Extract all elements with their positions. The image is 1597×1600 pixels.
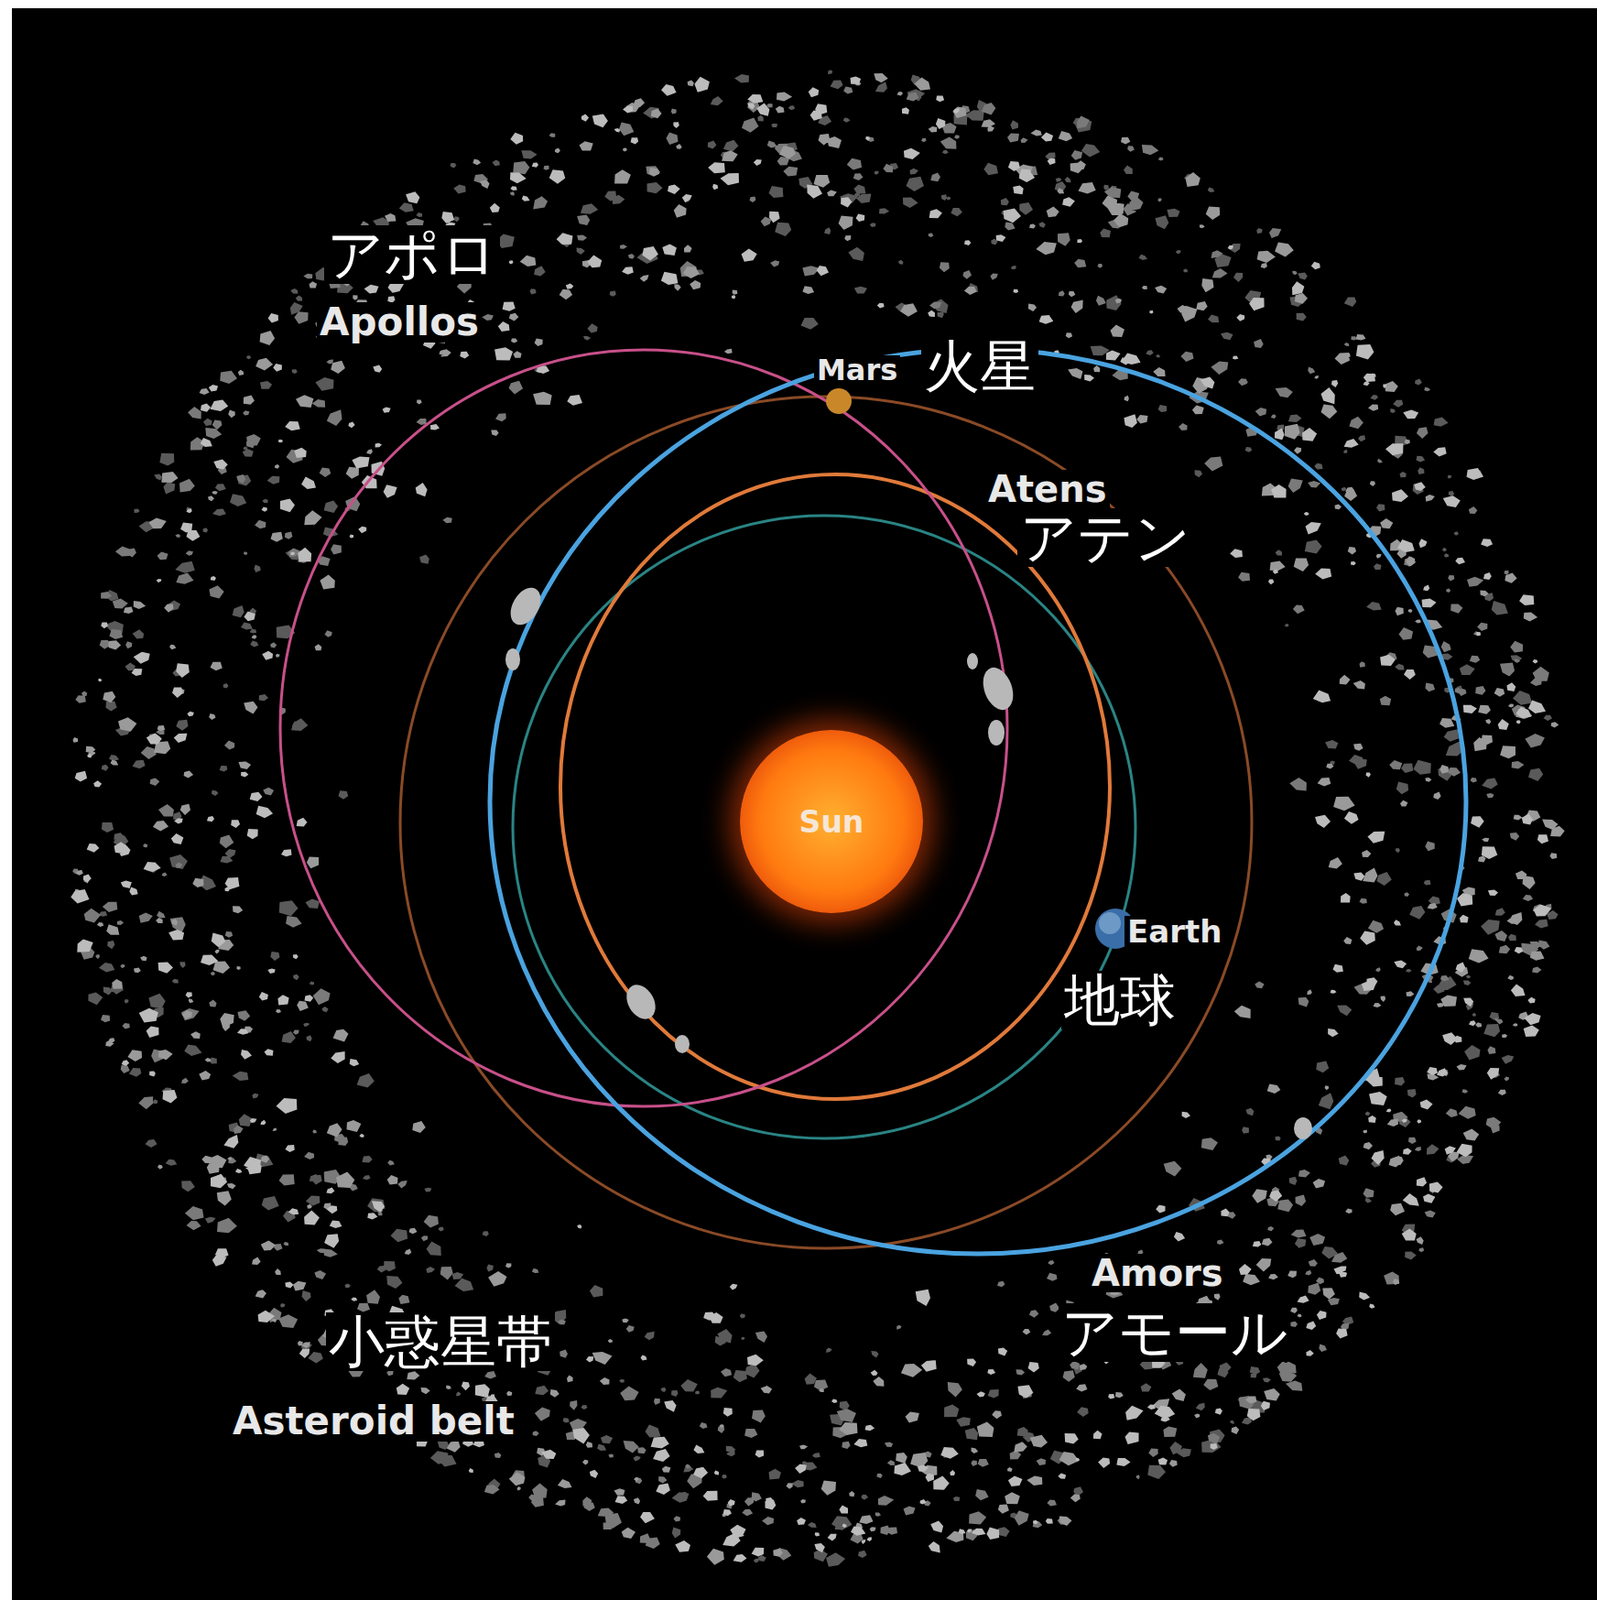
apollo-orbit [280, 349, 1008, 1107]
planet-name: 火星 [921, 336, 1039, 396]
planet-name: Earth [1124, 915, 1225, 949]
space-background [11, 8, 1597, 1600]
earth-highlight [1098, 912, 1121, 935]
region-name: Asteroid belt [229, 1401, 518, 1442]
asteroid-speckles [72, 86, 1552, 1561]
group-name: Atens [985, 469, 1110, 509]
group-name: Apollos [316, 302, 482, 343]
group-name: アポロ [324, 225, 500, 284]
mars-planet [825, 388, 852, 414]
amor-orbit [489, 348, 1467, 1254]
near-earth-asteroids [504, 582, 1313, 1140]
group-name: アモール [1058, 1303, 1291, 1362]
asteroid-belt [70, 69, 1565, 1566]
sun-circle: Sun [739, 729, 924, 913]
group-name: アテン [1017, 508, 1194, 567]
mars-orbit [400, 396, 1252, 1249]
asteroid-speckles [70, 76, 1552, 1563]
planet-name: 地球 [1061, 970, 1179, 1030]
asteroid-speckles [73, 73, 1565, 1565]
earth-orbit [512, 515, 1136, 1139]
group-name: Amors [1088, 1253, 1227, 1293]
sun-label: Sun [799, 803, 865, 840]
region-name: 小惑星帯 [325, 1312, 555, 1371]
planet-name: Mars [814, 355, 901, 387]
aten-orbit [560, 474, 1110, 1099]
